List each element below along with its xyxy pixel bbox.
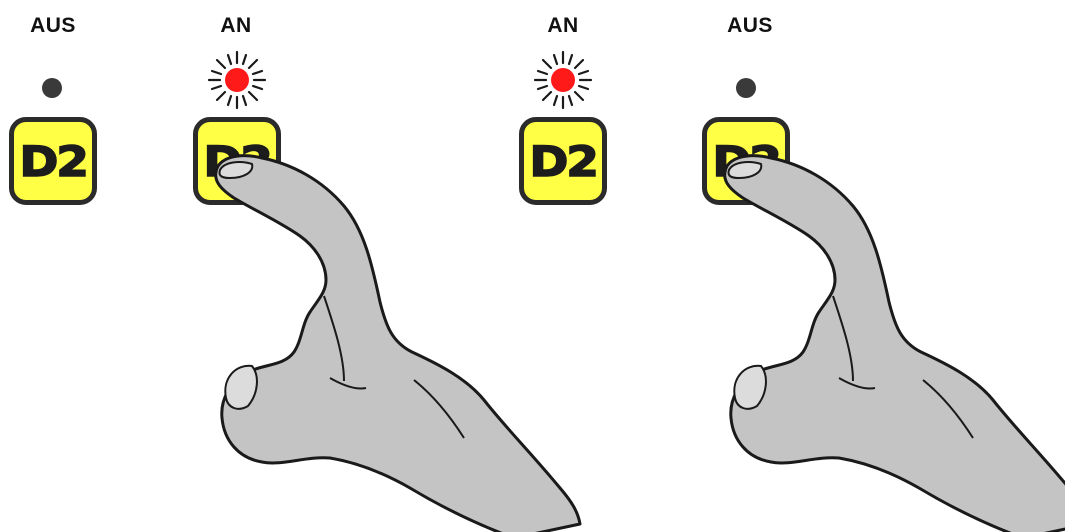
d2-button-label-1: D2 <box>19 137 86 186</box>
state-label-2: AN <box>196 14 276 38</box>
d2-button-2: D2 <box>193 117 281 205</box>
d2-button-4: D2 <box>702 117 790 205</box>
d2-button-1: D2 <box>9 117 97 205</box>
d2-button-3: D2 <box>519 117 607 205</box>
state-label-4: AUS <box>710 14 790 38</box>
led-off-indicator-4 <box>736 78 756 98</box>
d2-button-label-2: D2 <box>203 137 270 186</box>
state-label-1: AUS <box>13 14 93 38</box>
d2-button-label-3: D2 <box>529 137 596 186</box>
led-on-indicator-3 <box>535 52 591 108</box>
glow-rays-2 <box>209 52 265 108</box>
state-label-3: AN <box>523 14 603 38</box>
pressing-hand-2 <box>216 156 580 532</box>
pressing-hand-4 <box>725 156 1065 532</box>
led-off-indicator-1 <box>42 78 62 98</box>
led-on-indicator-2 <box>209 52 265 108</box>
glow-rays-3 <box>535 52 591 108</box>
d2-button-label-4: D2 <box>712 137 779 186</box>
